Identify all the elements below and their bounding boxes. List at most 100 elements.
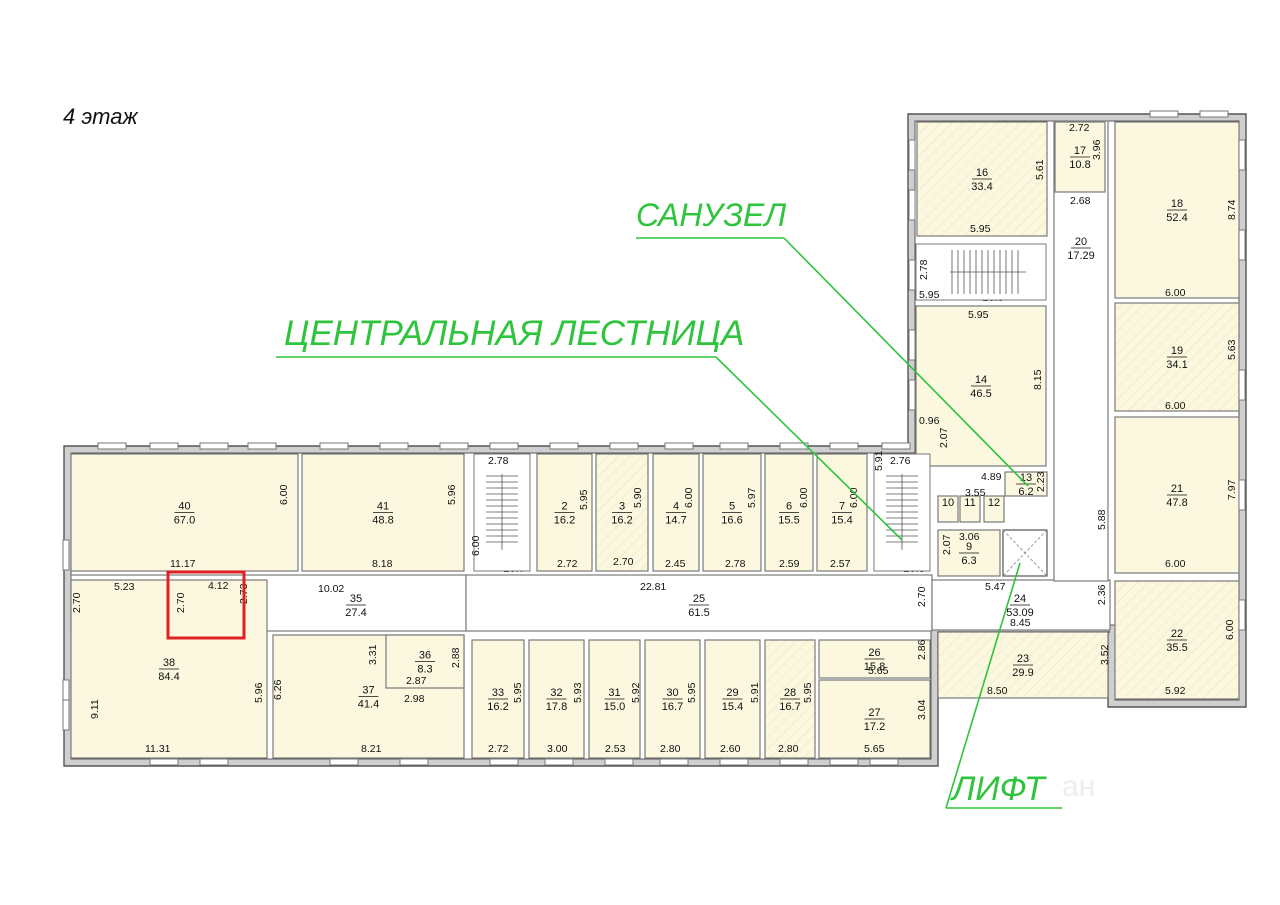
dimension-label: 5.92 [1165, 685, 1186, 697]
room-number: 17 [1074, 145, 1086, 157]
room-number: 7 [839, 501, 845, 513]
room-area: 29.9 [1012, 667, 1033, 679]
window [199, 442, 229, 450]
window [62, 699, 70, 731]
room-number: 9 [966, 541, 972, 553]
window [609, 442, 639, 450]
window [659, 758, 689, 766]
dimension-label: 3.06 [959, 531, 980, 543]
bathroom-callout: САНУЗЕЛ [636, 197, 787, 233]
window [319, 442, 349, 450]
dimension-label: 2.70 [613, 556, 634, 568]
room-area: 6.2 [1018, 486, 1033, 498]
window [439, 442, 469, 450]
dimension-label: 2.78 [918, 259, 930, 280]
room-number: 21 [1171, 483, 1183, 495]
window [329, 758, 359, 766]
dimension-label: 5.91 [749, 682, 761, 703]
room-33: 33 16.2 [471, 639, 525, 759]
room-11-area-fill [959, 495, 981, 523]
window [544, 758, 574, 766]
dimension-label: 5.93 [572, 682, 584, 703]
room-number: 27 [868, 707, 880, 719]
room-30: 30 16.7 [644, 639, 701, 759]
corridor-north [1053, 120, 1109, 582]
room-number: 19 [1171, 345, 1183, 357]
dimension-label: 5.65 [864, 743, 885, 755]
room-area: 41.4 [358, 699, 379, 711]
room-area: 15.4 [722, 701, 743, 713]
room-number: 32 [550, 687, 562, 699]
dimension-label: 5.95 [802, 682, 814, 703]
window [719, 442, 749, 450]
dimension-label: 5.95 [512, 682, 524, 703]
room-area: 46.5 [970, 388, 991, 400]
room-area: 16.2 [487, 701, 508, 713]
dimension-label: 2.70 [916, 586, 928, 607]
room-area: 48.8 [372, 515, 393, 527]
stair-treads [486, 250, 1026, 550]
room-number: 13 [1020, 472, 1032, 484]
room-number: 16 [976, 167, 988, 179]
dimension-label: 5.95 [919, 289, 940, 301]
dimension-label: 8.18 [372, 558, 393, 570]
dimension-label: 8.21 [361, 743, 382, 755]
dimension-label: 11.31 [145, 743, 171, 755]
room-9: 96.3 [937, 529, 1001, 577]
room-number: 31 [608, 687, 620, 699]
room-number: 29 [726, 687, 738, 699]
dimension-label: 5.63 [1226, 339, 1238, 360]
dimension-label: 2.86 [916, 639, 928, 660]
room-area: 84.4 [158, 671, 179, 683]
room-area: 6.3 [961, 555, 976, 567]
room-area: 8.3 [417, 664, 432, 676]
room-number: 28 [784, 687, 796, 699]
window [1238, 369, 1246, 401]
room-area: 15.0 [604, 701, 625, 713]
dimension-label: 2.78 [488, 455, 509, 467]
room-11: 11 [959, 495, 981, 523]
window [1238, 229, 1246, 261]
dimension-label: 2.53 [605, 743, 626, 755]
dimension-label: 6.00 [1165, 287, 1186, 299]
room-number: 23 [1017, 653, 1029, 665]
room-number: 36 [419, 650, 431, 662]
window [149, 442, 179, 450]
window [489, 758, 519, 766]
dimension-label: 3.52 [1099, 644, 1111, 665]
dimension-label: 2.45 [665, 558, 686, 570]
dimension-label: 5.95 [968, 309, 989, 321]
room-31: 31 15.0 [588, 639, 641, 759]
dimension-label: 5.91 [873, 450, 885, 471]
corridor-main [465, 574, 933, 632]
room-29: 29 15.4 [704, 639, 761, 759]
dimension-label: 11.17 [170, 558, 196, 570]
lift-callout-leader [945, 562, 1021, 809]
room-number: 26 [868, 647, 880, 659]
window [908, 329, 916, 361]
room-area: 15.5 [778, 515, 799, 527]
room-number: 20 [1075, 236, 1087, 248]
room-number: 10 [942, 497, 954, 509]
dimension-label: 5.96 [446, 484, 458, 505]
room-area: 16.7 [662, 701, 683, 713]
room-area: 47.8 [1166, 497, 1187, 509]
dimension-label: 2.72 [557, 558, 578, 570]
dimension-label: 3.31 [367, 644, 379, 665]
dimension-label: 2.98 [404, 693, 425, 705]
dimension-label: 8.45 [1010, 617, 1031, 629]
room-area: 16.2 [554, 515, 575, 527]
room-number: 11 [964, 497, 975, 509]
dimension-label: 5.95 [686, 682, 698, 703]
dimension-label: 4.12 [208, 580, 229, 592]
dimension-label: 6.00 [798, 487, 810, 508]
room-area: 16.6 [721, 515, 742, 527]
room-number: 30 [666, 687, 678, 699]
room-number: 33 [492, 687, 504, 699]
dimension-label: 8.74 [1226, 199, 1238, 220]
